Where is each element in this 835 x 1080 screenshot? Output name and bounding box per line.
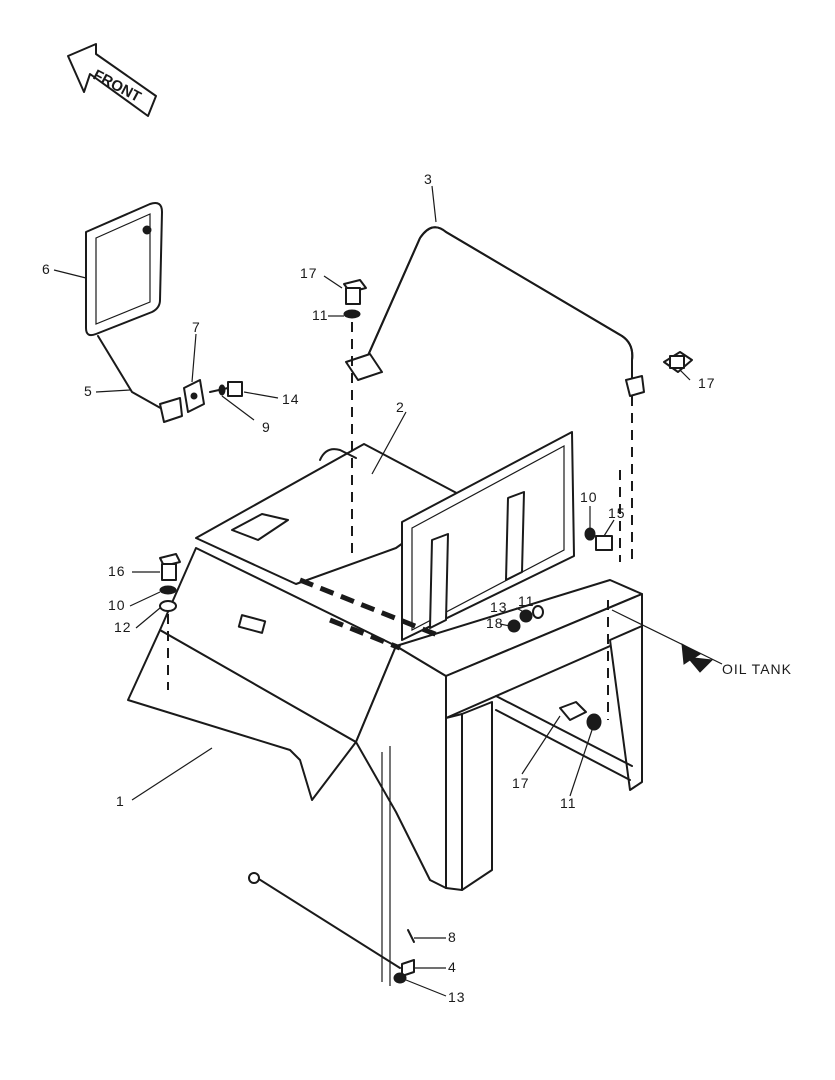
callout-8: 8 <box>448 929 457 945</box>
part-4-clip <box>401 959 415 977</box>
callout-17-lower: 17 <box>512 775 530 791</box>
callout-11-mid: 11 <box>518 593 535 609</box>
part-10-washer-left <box>159 585 177 595</box>
part-rod-lower <box>248 872 401 969</box>
part-7-bracket <box>183 379 205 413</box>
callout-3: 3 <box>424 171 433 187</box>
callout-1: 1 <box>116 793 125 809</box>
part-13-nut-right <box>519 609 533 623</box>
callout-16: 16 <box>108 563 126 579</box>
part-1-frame <box>127 547 643 891</box>
callout-13-right: 13 <box>490 599 508 615</box>
part-11-washer-mid <box>532 605 544 619</box>
part-15-bolt <box>595 535 613 551</box>
part-8-pin <box>407 929 415 943</box>
part-17-bolt-right <box>663 351 693 373</box>
callout-10-right: 10 <box>580 489 598 505</box>
part-5-rod <box>97 335 183 423</box>
callout-11-lower: 11 <box>560 795 577 811</box>
callout-5: 5 <box>84 383 93 399</box>
part-10-washer-right <box>584 527 596 541</box>
front-arrow-icon: FRONT <box>67 43 157 117</box>
leader-lines <box>53 185 723 997</box>
callout-7: 7 <box>192 319 201 335</box>
oil-tank-arrow-icon <box>681 643 714 673</box>
part-12-nut <box>159 600 177 612</box>
part-16-bolt <box>159 553 181 581</box>
callout-12: 12 <box>114 619 132 635</box>
callout-4: 4 <box>448 959 457 975</box>
callout-15: 15 <box>608 505 626 521</box>
part-3-handrail <box>345 226 645 397</box>
part-11-washer-lower <box>586 713 602 731</box>
callout-17-right: 17 <box>698 375 716 391</box>
callout-labels: 3 6 17 11 7 5 14 9 17 2 10 15 11 13 18 1… <box>42 171 792 1005</box>
callout-11-top: 11 <box>312 307 329 323</box>
part-2-floor-panel <box>195 431 575 641</box>
callout-10-left: 10 <box>108 597 126 613</box>
part-13-nut-lower <box>393 972 407 984</box>
part-17-bolt-top <box>343 279 367 305</box>
callout-9: 9 <box>262 419 271 435</box>
part-6-cover-plate <box>85 202 163 337</box>
part-17-bolt-lower <box>559 701 587 721</box>
part-11-washer-top <box>343 309 361 319</box>
part-14-bolt <box>209 381 243 397</box>
callout-2: 2 <box>396 399 405 415</box>
callout-18: 18 <box>486 615 504 631</box>
callout-13-lower: 13 <box>448 989 466 1005</box>
oil-tank-label: OIL TANK <box>722 661 792 677</box>
callout-6: 6 <box>42 261 51 277</box>
callout-14: 14 <box>282 391 300 407</box>
callout-17-top: 17 <box>300 265 318 281</box>
